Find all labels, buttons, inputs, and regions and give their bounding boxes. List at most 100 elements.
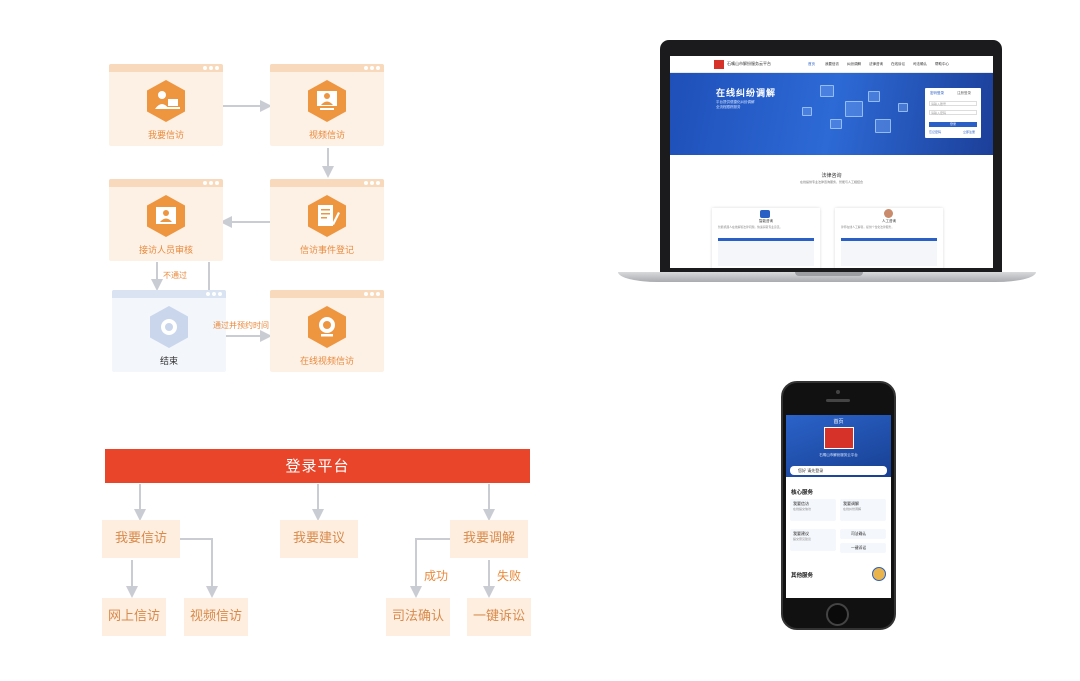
- cube-decoration: [875, 119, 891, 133]
- flow-card-label: 视频信访: [308, 131, 345, 141]
- site-logo: [714, 60, 724, 69]
- card-titlebar: [109, 179, 223, 187]
- core-services-title: 核心服务: [791, 490, 814, 496]
- edge-label-pass: 通过并预约时间: [213, 321, 269, 330]
- login-button[interactable]: 登录: [929, 122, 977, 127]
- card-titlebar: [270, 290, 384, 298]
- flow-card-end: 结束: [112, 290, 226, 372]
- login-box: 密码登录 注册登录 请输入账号 请输入密码 登录 忘记密码 立即注册: [925, 88, 981, 138]
- stop-icon: [150, 306, 188, 348]
- site-name: 石嘴山市解纷服务云平台: [727, 61, 771, 66]
- nav-item-litigation[interactable]: 在线诉讼: [891, 62, 905, 66]
- login-tab-password[interactable]: 密码登录: [930, 91, 944, 95]
- card-sub: 在线纠纷调解: [843, 507, 862, 511]
- login-tab-register[interactable]: 注册登录: [957, 91, 971, 95]
- phone-site-name: 石嘴山市解纷服务云平台: [819, 453, 858, 457]
- hero-title: 在线纠纷调解: [716, 89, 777, 99]
- phone-user-bar[interactable]: 您好 请先登录: [790, 466, 887, 475]
- card-title: 我要调解: [843, 501, 859, 506]
- forgot-password-link[interactable]: 忘记密码: [929, 130, 942, 134]
- card-titlebar: [270, 64, 384, 72]
- hero-subtitle-line: 全流程跟踪服务: [716, 105, 741, 109]
- edge-label-reject: 不通过: [163, 271, 187, 280]
- laptop-screen: 石嘴山市解纷服务云平台 首页 我要信访 纠纷调解 法律咨询 在线诉讼 司法确认 …: [670, 56, 993, 268]
- phone-logo: [824, 427, 854, 449]
- id-card-icon: [147, 195, 185, 237]
- service-judicial-confirm[interactable]: 司法确认: [840, 529, 886, 539]
- card-titlebar: [270, 179, 384, 187]
- flow-card-register: 信访事件登记: [270, 179, 384, 261]
- service-one-click-sue[interactable]: 一键诉讼: [840, 543, 886, 553]
- edge-label-fail: 失败: [497, 569, 522, 583]
- flow-card-video: 视频信访: [270, 64, 384, 146]
- box-suggest: 我要建议: [280, 520, 358, 558]
- service-card-mediate[interactable]: 我要调解 在线纠纷调解: [840, 499, 886, 521]
- chat-preview: [841, 238, 937, 266]
- edge-label-success: 成功: [424, 569, 449, 583]
- box-online-visit: 网上信访: [102, 598, 166, 636]
- panel-text: 律师在线人工解答，提供个性化法律服务。: [841, 225, 895, 229]
- hero-subtitle: 平台提供便捷化纠纷调解 全流程跟踪服务: [716, 100, 755, 110]
- assistant-avatar-icon[interactable]: [872, 567, 886, 581]
- username-field[interactable]: 请输入账号: [929, 101, 977, 106]
- card-titlebar: [109, 64, 223, 72]
- panel-title: 人工咨询: [882, 219, 896, 223]
- card-sub: 提交意见建议: [793, 537, 812, 541]
- register-link[interactable]: 立即注册: [963, 130, 976, 134]
- service-card-suggest[interactable]: 我要建议 提交意见建议: [790, 529, 836, 551]
- nav-item-help[interactable]: 帮助中心: [935, 62, 949, 66]
- box-mediate: 我要调解: [450, 520, 528, 558]
- phone-header: 首页 石嘴山市解纷服务云平台 您好 请先登录: [786, 415, 891, 477]
- robot-icon: [760, 210, 770, 218]
- flow-card-label: 接访人员审核: [138, 246, 193, 256]
- card-title: 我要建议: [793, 531, 809, 536]
- cube-decoration: [802, 107, 812, 116]
- laptop-notch: [795, 272, 863, 276]
- person-laptop-icon: [147, 80, 185, 122]
- phone-camera: [836, 390, 840, 394]
- flow-card-label: 在线视频信访: [299, 357, 354, 367]
- other-services-title: 其他服务: [791, 573, 814, 579]
- phone-home-button[interactable]: [826, 603, 849, 626]
- laptop-base: [618, 272, 1036, 282]
- flow-card-label: 信访事件登记: [299, 246, 354, 256]
- phone-speaker: [826, 399, 850, 402]
- box-visit: 我要信访: [102, 520, 180, 558]
- service-card-visit[interactable]: 我要信访 在线提交信访: [790, 499, 836, 521]
- smart-consult-panel[interactable]: 智能咨询 智能机器人在线解答法律问题，快速获取专业意见。: [712, 208, 820, 268]
- cube-decoration: [830, 119, 842, 129]
- human-consult-panel[interactable]: 人工咨询 律师在线人工解答，提供个性化法律服务。: [835, 208, 943, 268]
- person-screen-icon: [308, 80, 346, 122]
- box-video-visit: 视频信访: [184, 598, 248, 636]
- section-subtitle: 在线提供专业法律咨询服务，智能与人工相结合: [799, 180, 863, 184]
- webcam-icon: [308, 306, 346, 348]
- flow-card-label: 结束: [159, 357, 178, 367]
- nav-item-home[interactable]: 首页: [808, 62, 815, 66]
- login-platform-banner: 登录平台: [105, 449, 530, 483]
- site-navbar: 石嘴山市解纷服务云平台 首页 我要信访 纠纷调解 法律咨询 在线诉讼 司法确认 …: [670, 56, 993, 73]
- section-title: 法律咨询: [821, 173, 842, 179]
- panel-text: 智能机器人在线解答法律问题，快速获取专业意见。: [718, 225, 783, 229]
- cube-decoration: [898, 103, 908, 112]
- card-title: 我要信访: [793, 501, 809, 506]
- box-judicial-confirm: 司法确认: [386, 598, 450, 636]
- password-field[interactable]: 请输入密码: [929, 110, 977, 115]
- card-titlebar: [112, 290, 226, 298]
- flow-card-review: 接访人员审核: [109, 179, 223, 261]
- flow-card-online-video: 在线视频信访: [270, 290, 384, 372]
- chat-preview: [718, 238, 814, 266]
- flow-card-label: 我要信访: [147, 131, 184, 141]
- phone-title: 首页: [833, 419, 844, 425]
- flow-card-visit: 我要信访: [109, 64, 223, 146]
- nav-item-mediate[interactable]: 纠纷调解: [847, 62, 861, 66]
- box-one-click-sue: 一键诉讼: [467, 598, 531, 636]
- nav-item-visit[interactable]: 我要信访: [825, 62, 839, 66]
- nav-item-judicial[interactable]: 司法确认: [913, 62, 927, 66]
- cube-decoration: [845, 101, 863, 117]
- agent-avatar-icon: [884, 209, 893, 218]
- phone-screen: 首页 石嘴山市解纷服务云平台 您好 请先登录 核心服务 我要信访 在线提交信访 …: [786, 415, 891, 598]
- nav-item-consult[interactable]: 法律咨询: [869, 62, 883, 66]
- cube-decoration: [868, 91, 880, 102]
- hero-subtitle-line: 平台提供便捷化纠纷调解: [716, 100, 755, 104]
